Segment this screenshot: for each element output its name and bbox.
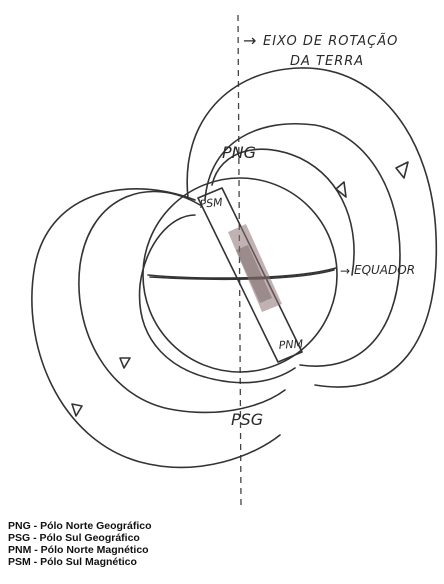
pnm-label: PNM xyxy=(278,337,304,352)
psg-label: PSG xyxy=(231,410,263,429)
legend: PNG - Pólo Norte Geográfico PSG - Pólo S… xyxy=(8,520,438,568)
axis-label-line1: EIXO DE ROTAÇÃO xyxy=(263,33,398,49)
psm-label: PSM xyxy=(199,196,224,211)
field-arrow-1 xyxy=(396,162,408,178)
legend-item-psg: PSG - Pólo Sul Geográfico xyxy=(8,532,438,544)
field-arrow-2 xyxy=(336,182,346,197)
equator-label: EQUADOR xyxy=(354,263,415,277)
field-line-middle-left xyxy=(79,192,285,413)
png-label: PNG xyxy=(222,143,256,162)
legend-item-pnm: PNM - Pólo Norte Magnético xyxy=(8,544,438,556)
field-arrow-4 xyxy=(72,404,82,416)
magnetic-field-diagram: → EIXO DE ROTAÇÃO DA TERRA → EQUADOR PNG… xyxy=(0,0,444,520)
field-arrow-3 xyxy=(120,358,130,368)
legend-item-png: PNG - Pólo Norte Geográfico xyxy=(8,520,438,532)
legend-item-psm: PSM - Pólo Sul Magnético xyxy=(8,556,438,568)
axis-label-marker: → xyxy=(243,31,256,50)
equator-line xyxy=(148,268,336,278)
axis-label-line2: DA TERRA xyxy=(290,54,364,69)
equator-arrow: → xyxy=(340,264,350,278)
